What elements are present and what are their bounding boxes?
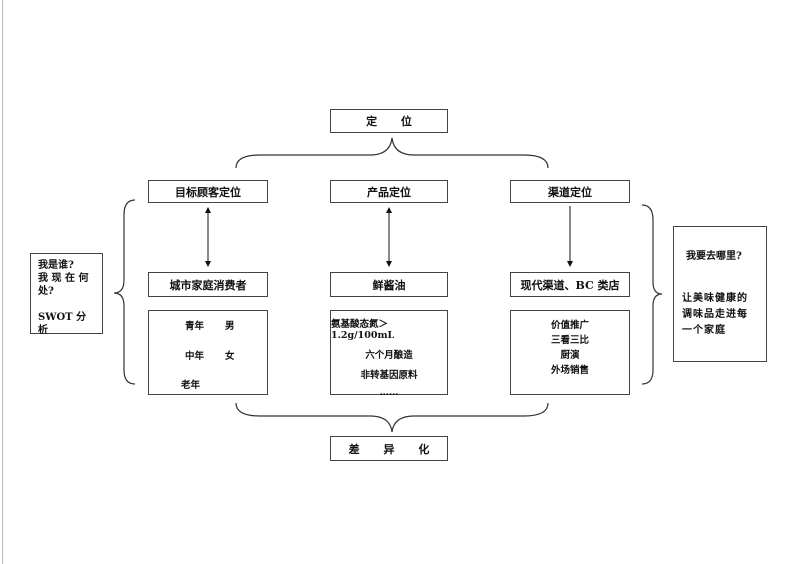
text-line: 一个家庭 bbox=[682, 325, 726, 336]
age-group: 青年 bbox=[185, 321, 205, 332]
product-details: 氨基酸态氮＞ 1.2g/100mL 六个月酿造 非转基因原料 …… bbox=[330, 310, 448, 398]
detail-item: 外场销售 bbox=[550, 365, 589, 376]
product-box: 鲜酱油 bbox=[330, 272, 448, 297]
detail-item: 厨演 bbox=[560, 350, 580, 361]
channel-details: 价值推广 三看三比 厨演 外场销售 bbox=[510, 310, 630, 395]
text-line: 我 现 在 何 bbox=[38, 273, 89, 284]
text-line: 处? bbox=[38, 286, 54, 297]
differentiation-box: 差 异 化 bbox=[330, 436, 448, 461]
gender: 女 bbox=[225, 351, 235, 362]
right-brace bbox=[641, 204, 663, 385]
self-analysis-box: 我是谁? 我 现 在 何 处? SWOT 分析 bbox=[30, 253, 103, 336]
product-positioning-header: 产品定位 bbox=[330, 180, 448, 203]
text-line: SWOT 分析 bbox=[38, 312, 87, 336]
text-line: 调味品走进每 bbox=[682, 309, 748, 320]
top-brace bbox=[235, 137, 549, 169]
left-brace bbox=[113, 199, 136, 385]
detail-item: 非转基因原料 bbox=[360, 370, 418, 381]
detail-item: 六个月酿造 bbox=[365, 350, 413, 361]
detail-item: …… bbox=[379, 387, 399, 398]
goal-answer: 让美味健康的 调味品走进每 一个家庭 bbox=[682, 291, 748, 339]
detail-item: 三看三比 bbox=[550, 335, 589, 346]
customer-positioning-header: 目标顾客定位 bbox=[148, 180, 268, 203]
goal-box: 我要去哪里? 让美味健康的 调味品走进每 一个家庭 bbox=[673, 226, 767, 362]
detail-item: 价值推广 bbox=[550, 320, 589, 331]
positioning-box: 定 位 bbox=[330, 109, 448, 133]
detail-item: 氨基酸态氮＞ 1.2g/100mL bbox=[331, 319, 395, 341]
target-customer-box: 城市家庭消费者 bbox=[148, 272, 268, 297]
channel-box: 现代渠道、BC 类店 bbox=[510, 272, 630, 297]
age-group: 老年 bbox=[181, 380, 201, 391]
text-line: 让美味健康的 bbox=[682, 293, 748, 304]
bottom-brace bbox=[235, 402, 549, 433]
text-line bbox=[38, 298, 95, 311]
gender: 男 bbox=[225, 321, 235, 332]
page-edge bbox=[2, 0, 3, 564]
age-group: 中年 bbox=[185, 351, 205, 362]
goal-question: 我要去哪里? bbox=[686, 251, 742, 262]
channel-positioning-header: 渠道定位 bbox=[510, 180, 630, 203]
customer-details: 青年 男 中年 女 老年 bbox=[148, 310, 268, 395]
text-line: 我是谁? bbox=[38, 260, 74, 271]
